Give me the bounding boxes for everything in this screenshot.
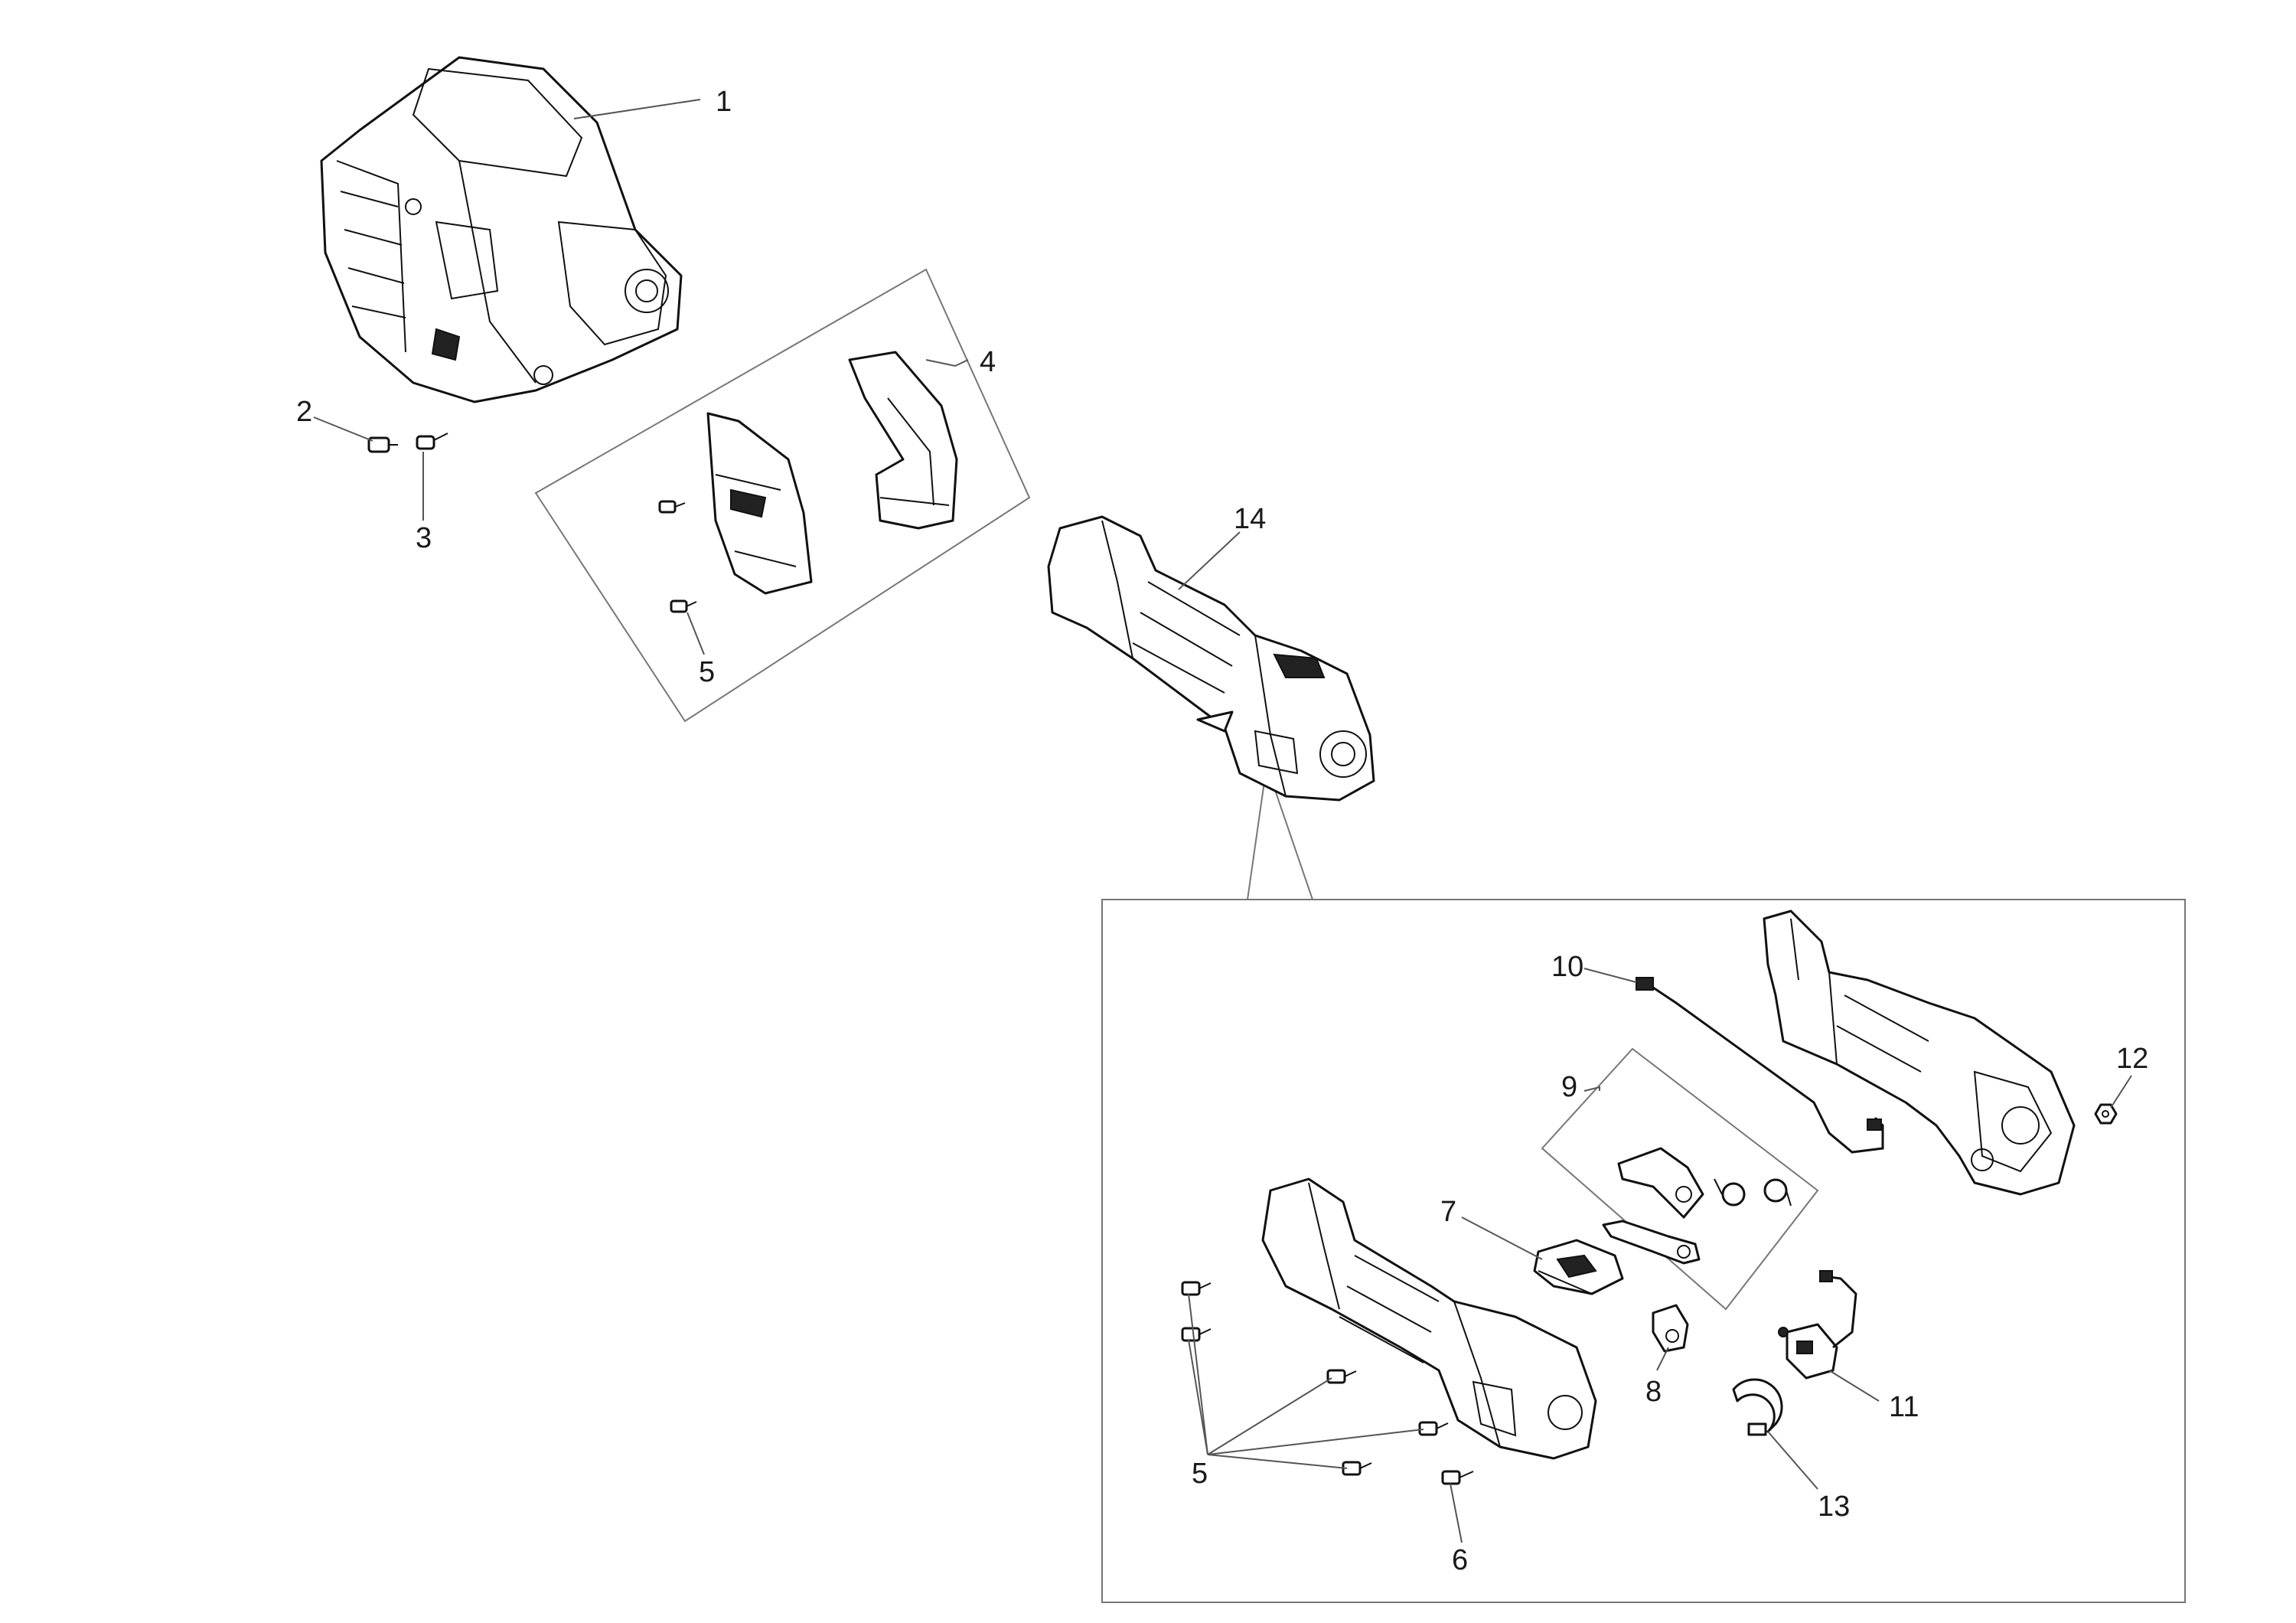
- wire-harness: [1636, 977, 1884, 1154]
- leader-lines: [313, 99, 2132, 1543]
- switch-11: [1778, 1270, 1857, 1380]
- throttle-trigger: [1617, 1147, 1704, 1219]
- callout-5-group-4: 5: [699, 656, 715, 688]
- frame-screw-5: [1342, 1461, 1372, 1476]
- callout-12: 12: [2116, 1043, 2148, 1075]
- handle-frame-connector-left: [1247, 765, 1267, 900]
- screw-3: [416, 433, 448, 450]
- group-4-frame: [534, 268, 1031, 723]
- callout-11: 11: [1889, 1391, 1919, 1423]
- cover-rear: [848, 351, 958, 530]
- lockout-lever: [1602, 1220, 1701, 1265]
- clip-8: [1652, 1304, 1689, 1353]
- callout-9: 9: [1561, 1071, 1577, 1103]
- callout-10: 10: [1551, 951, 1583, 983]
- callout-13: 13: [1818, 1491, 1850, 1523]
- group-4-screw-lower: [670, 599, 697, 613]
- group-handle-assembly-frame: [1101, 899, 2186, 1603]
- springs: [1714, 1178, 1792, 1207]
- frame-screw-4: [1418, 1421, 1449, 1436]
- bolt-6: [1441, 1470, 1474, 1485]
- handle-upper-shell: [1763, 909, 2076, 1196]
- frame-screw-1: [1181, 1281, 1212, 1296]
- nut-12: [2094, 1103, 2118, 1125]
- handle-assembly: [1047, 515, 1375, 802]
- callout-2: 2: [296, 396, 312, 428]
- engine-housing: [320, 56, 683, 403]
- callout-4: 4: [980, 346, 996, 378]
- group-4-screw-upper: [658, 500, 686, 514]
- switch-panel: [1533, 1239, 1624, 1295]
- cover-front: [706, 412, 813, 595]
- frame-screw-2: [1181, 1327, 1212, 1342]
- callout-3: 3: [416, 522, 432, 554]
- callout-1: 1: [716, 86, 732, 118]
- frame-screw-3: [1326, 1369, 1357, 1384]
- band-clamp: [1732, 1378, 1783, 1436]
- handle-lower-shell: [1261, 1177, 1597, 1460]
- callout-8: 8: [1645, 1376, 1662, 1408]
- callout-14: 14: [1234, 503, 1266, 535]
- screw-2: [367, 436, 398, 453]
- callout-6: 6: [1452, 1544, 1468, 1576]
- callout-7: 7: [1440, 1196, 1456, 1228]
- callout-5-frame: 5: [1192, 1458, 1208, 1490]
